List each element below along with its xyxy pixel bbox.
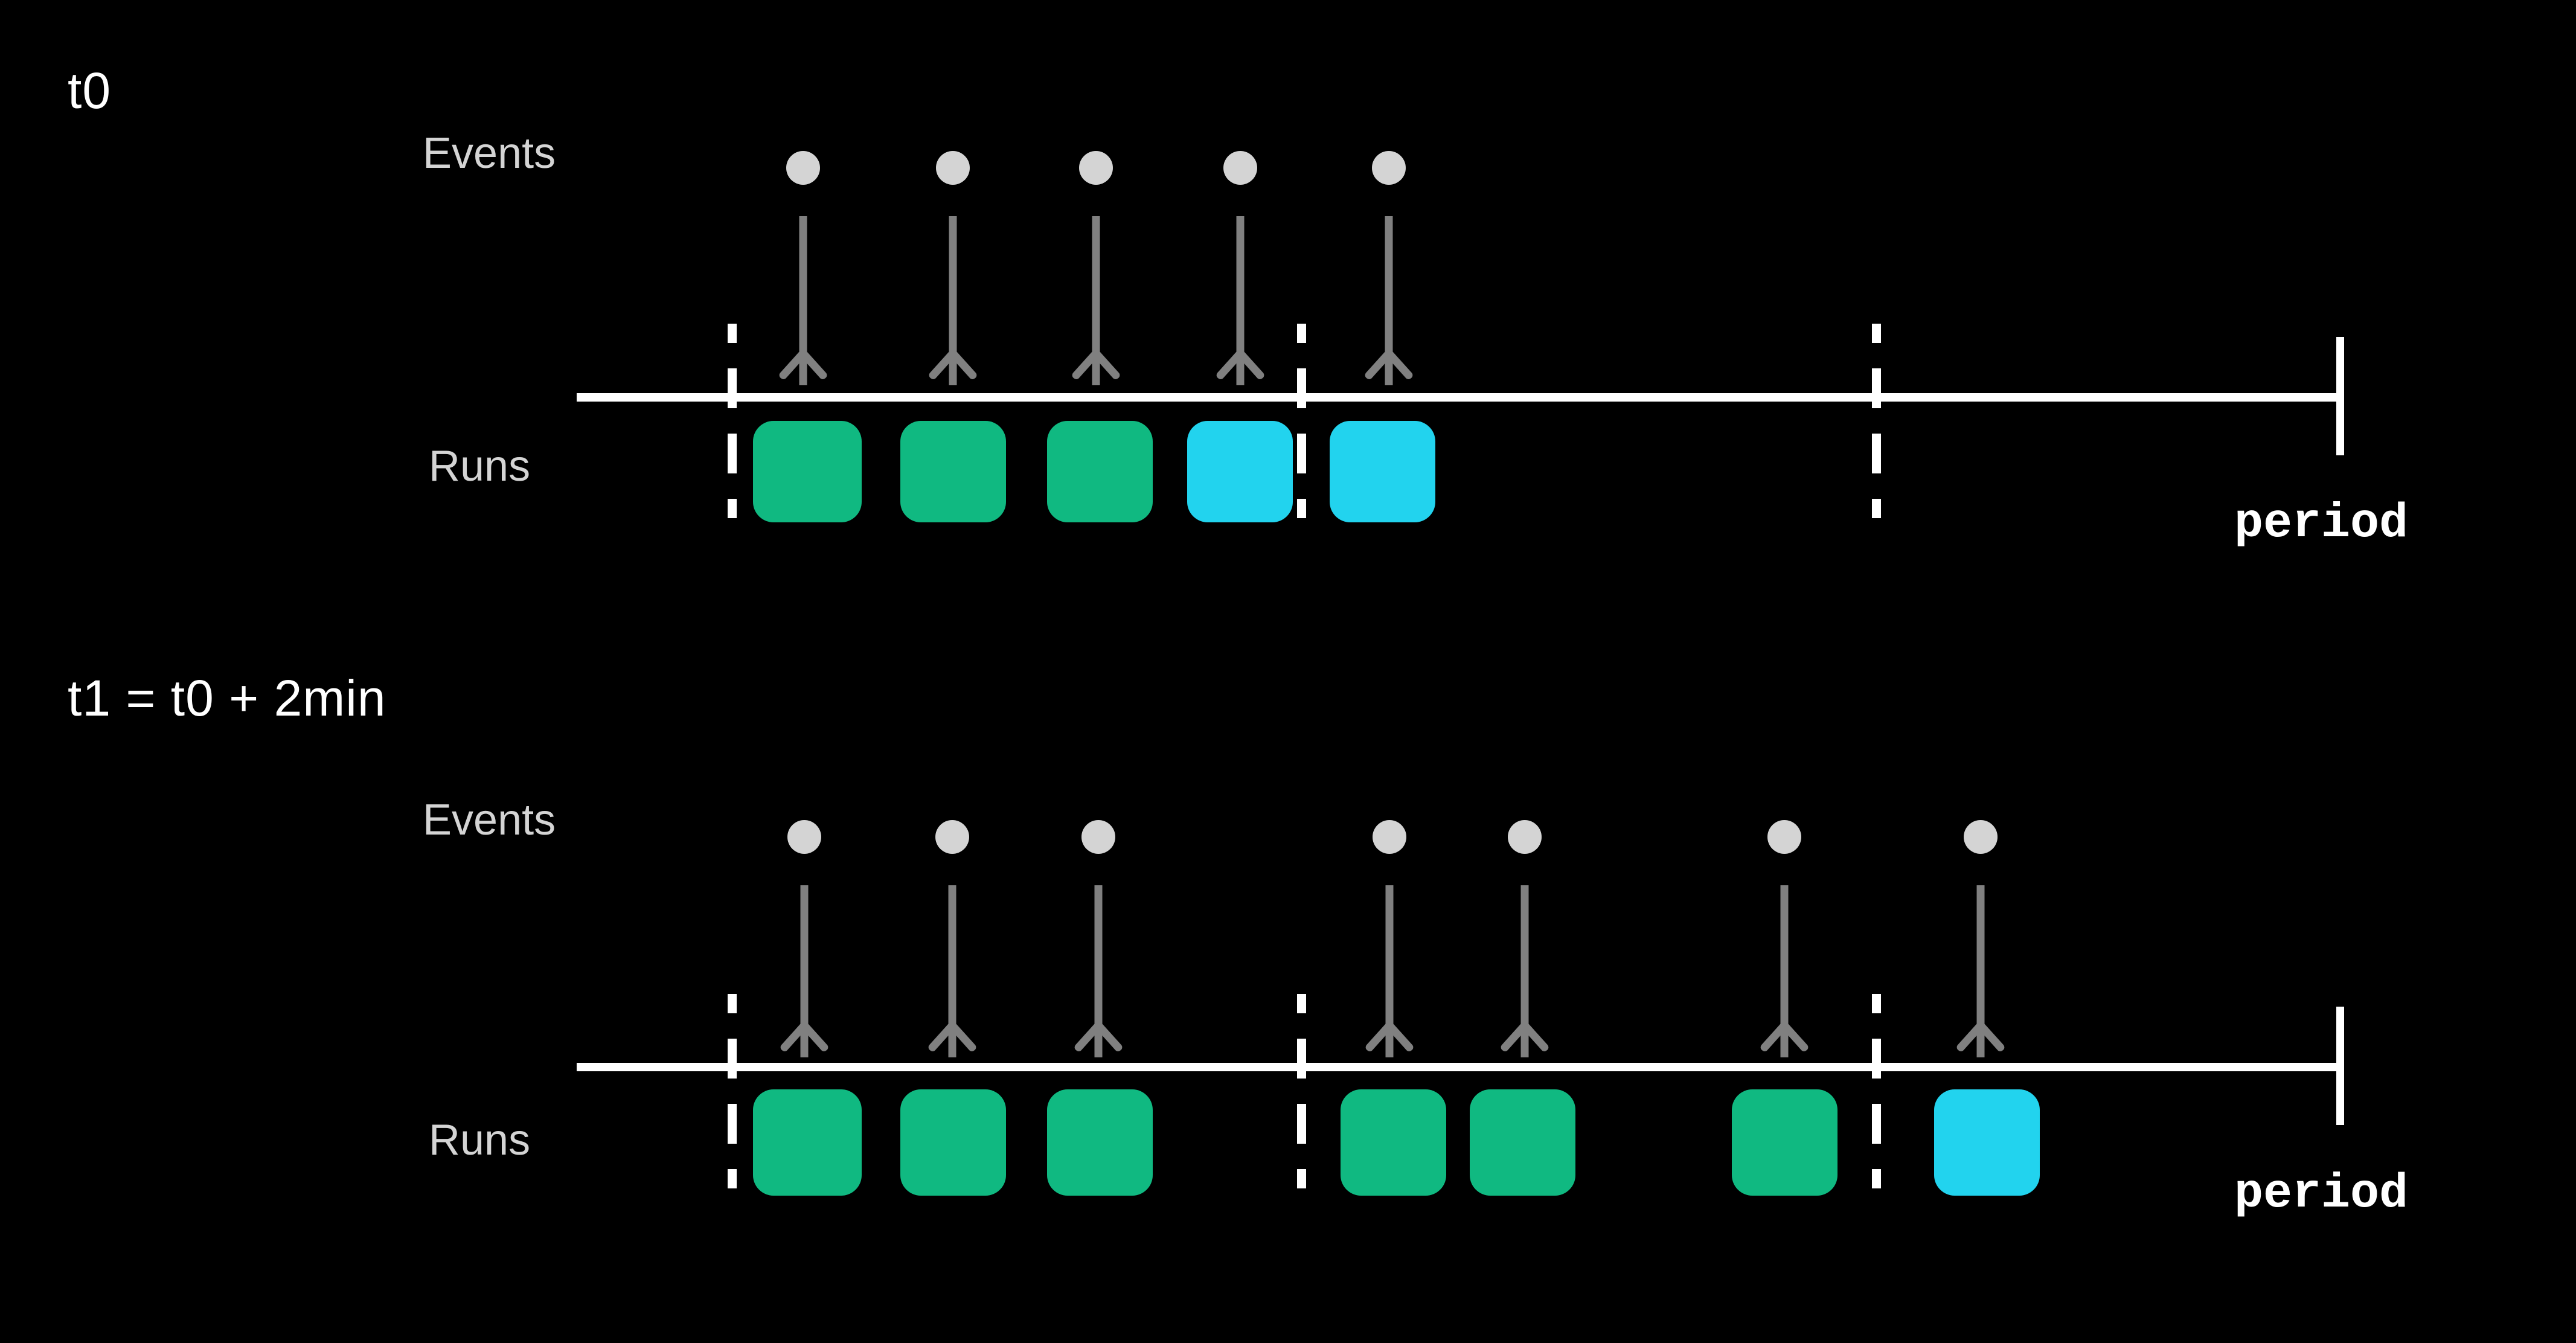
run-box: [1187, 421, 1293, 522]
timeline-end-tick-t1: [2336, 1007, 2344, 1125]
events-row-label-t0: Events: [423, 129, 556, 178]
runs-row-label-t1: Runs: [429, 1116, 531, 1164]
run-box: [1047, 1089, 1153, 1196]
run-box: [753, 1089, 862, 1196]
period-boundary-marker: [1872, 324, 1881, 518]
run-box: [1470, 1089, 1575, 1196]
run-box: [753, 421, 862, 522]
run-box: [900, 421, 1006, 522]
run-box: [1732, 1089, 1837, 1196]
run-box: [1341, 1089, 1446, 1196]
period-boundary-marker: [1297, 994, 1306, 1188]
event-dot: [787, 820, 821, 854]
run-box: [1047, 421, 1153, 522]
event-dot: [1508, 820, 1542, 854]
event-dot: [1964, 820, 1998, 854]
period-boundary-marker: [1872, 994, 1881, 1188]
section-title-t1: t1 = t0 + 2min: [68, 670, 386, 726]
event-dot: [1223, 151, 1257, 185]
timeline-axis-t1: [577, 1063, 2344, 1071]
events-row-label-t1: Events: [423, 796, 556, 844]
event-dot: [1079, 151, 1113, 185]
event-dot: [1373, 820, 1406, 854]
runs-row-label-t0: Runs: [429, 442, 531, 490]
timeline-end-tick-t0: [2336, 337, 2344, 455]
event-dot: [936, 151, 970, 185]
event-dot: [1081, 820, 1115, 854]
run-box: [1934, 1089, 2040, 1196]
event-dot: [935, 820, 969, 854]
event-dot: [1767, 820, 1801, 854]
period-boundary-marker: [728, 324, 737, 518]
period-boundary-marker: [1297, 324, 1306, 518]
period-label-t0: period: [2234, 496, 2409, 551]
period-boundary-marker: [728, 994, 737, 1188]
period-label-t1: period: [2234, 1167, 2409, 1222]
run-box: [1330, 421, 1435, 522]
event-dot: [786, 151, 820, 185]
run-box: [900, 1089, 1006, 1196]
event-dot: [1372, 151, 1406, 185]
timeline-axis-t0: [577, 393, 2344, 402]
section-title-t0: t0: [68, 62, 112, 119]
